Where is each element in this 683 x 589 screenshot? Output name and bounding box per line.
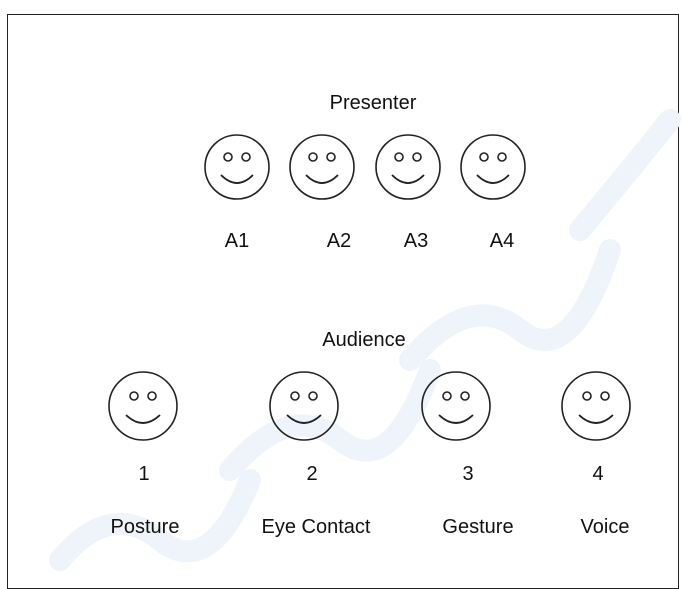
smiley-face-icon [269, 371, 339, 441]
audience-label-eye-contact: Eye Contact [261, 516, 371, 538]
smiley-face-icon [561, 371, 631, 441]
smiley-face-icon [108, 371, 178, 441]
smiley-face-icon [289, 134, 355, 200]
presenter-label-a3: A3 [403, 230, 429, 252]
audience-number-1: 1 [138, 463, 150, 485]
smiley-face-icon [460, 134, 526, 200]
presenter-label-a4: A4 [489, 230, 515, 252]
audience-number-4: 4 [592, 463, 604, 485]
presenter-face-2 [288, 133, 356, 206]
audience-face-3 [420, 370, 492, 447]
presenter-face-4 [459, 133, 527, 206]
presenter-face-1 [203, 133, 271, 206]
audience-label-gesture: Gesture [442, 516, 514, 538]
presenter-face-3 [374, 133, 442, 206]
audience-face-2 [268, 370, 340, 447]
audience-title: Audience [322, 329, 406, 351]
audience-face-4 [560, 370, 632, 447]
audience-face-1 [107, 370, 179, 447]
audience-number-2: 2 [306, 463, 318, 485]
smiley-face-icon [204, 134, 270, 200]
audience-label-voice: Voice [580, 516, 630, 538]
presenter-label-a1: A1 [224, 230, 250, 252]
presenter-title: Presenter [329, 92, 417, 114]
audience-number-3: 3 [462, 463, 474, 485]
audience-label-posture: Posture [110, 516, 180, 538]
presenter-label-a2: A2 [326, 230, 352, 252]
smiley-face-icon [421, 371, 491, 441]
smiley-face-icon [375, 134, 441, 200]
